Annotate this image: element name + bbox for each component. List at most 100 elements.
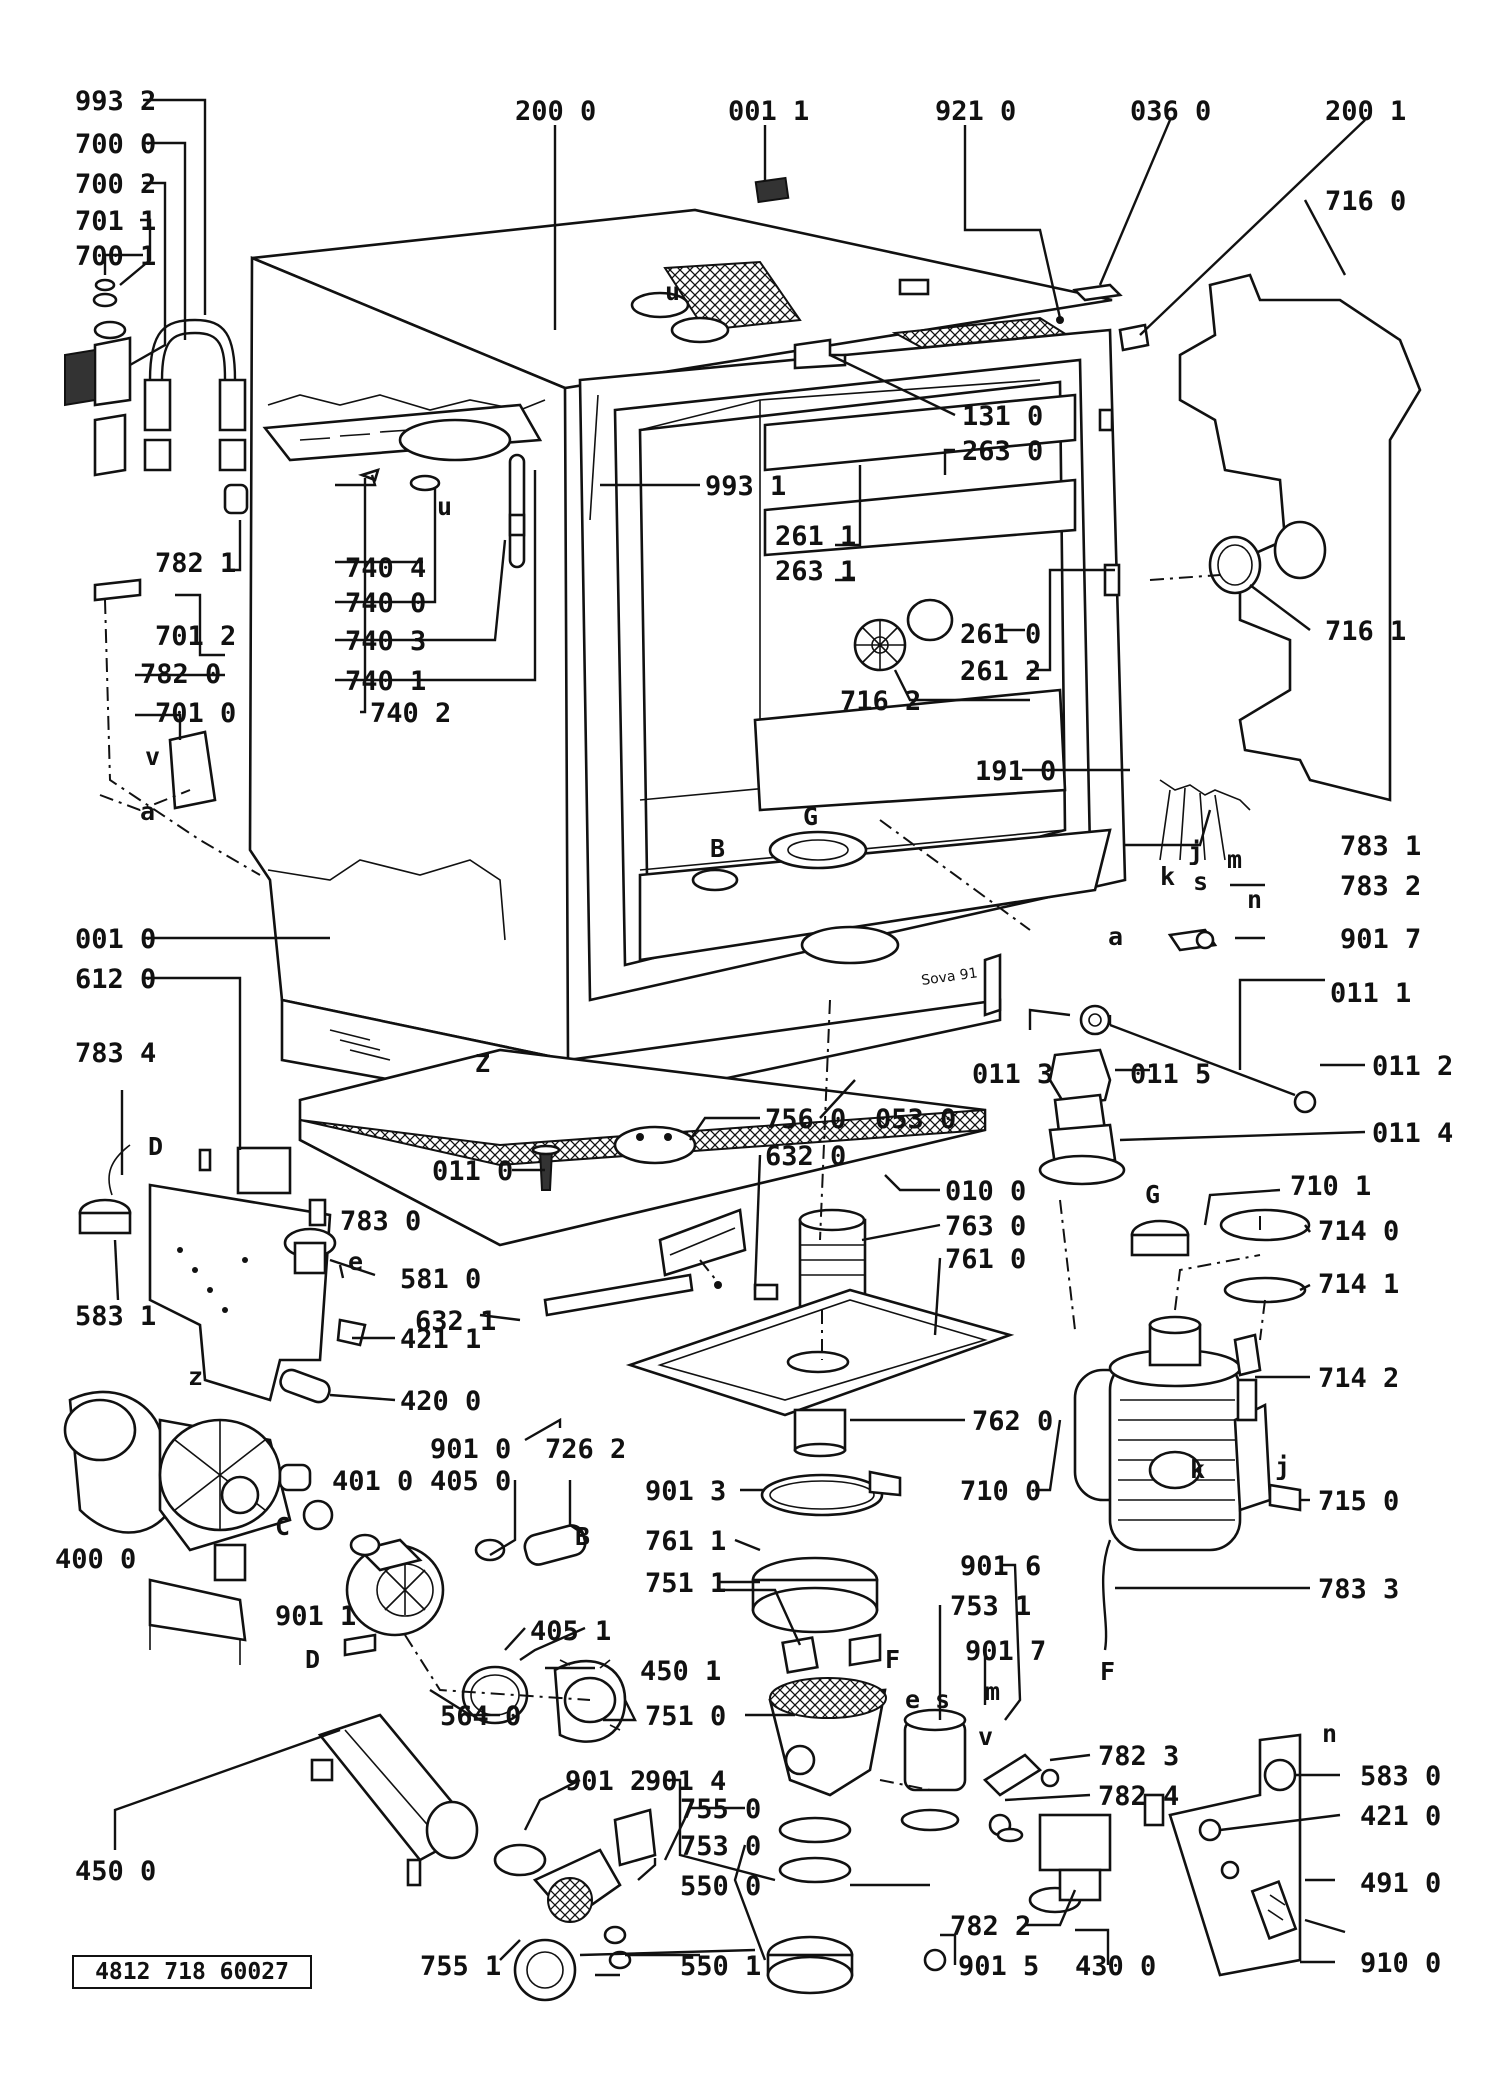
callout-755-0: 755 0 — [680, 1794, 761, 1825]
callout-491-0: 491 0 — [1360, 1868, 1441, 1899]
callout-200-0: 200 0 — [515, 96, 596, 127]
callout-710-0: 710 0 — [960, 1476, 1041, 1507]
callout-716-1: 716 1 — [1325, 616, 1406, 647]
base-frame — [298, 1048, 987, 1247]
letter-G2: G — [1145, 1180, 1160, 1209]
callout-714-0: 714 0 — [1318, 1216, 1399, 1247]
callout-710-1: 710 1 — [1290, 1171, 1371, 1202]
callout-751-1: 751 1 — [645, 1568, 726, 1599]
callout-labels: 993 2 700 0 700 2 701 1 700 1 200 0 001 … — [55, 86, 1453, 1982]
callout-763-0: 763 0 — [945, 1211, 1026, 1242]
callout-421-1: 421 1 — [400, 1324, 481, 1355]
callout-993-1: 993 1 — [705, 471, 786, 502]
part-number-box: 4812 718 60027 — [72, 1955, 312, 1989]
callout-701-1: 701 1 — [75, 206, 156, 237]
callout-716-0: 716 0 — [1325, 186, 1406, 217]
callout-191-0: 191 0 — [975, 756, 1056, 787]
letter-a2: a — [1108, 922, 1123, 951]
callout-783-4: 783 4 — [75, 1038, 156, 1069]
callout-783-1: 783 1 — [1340, 831, 1421, 862]
callout-053-0: 053 0 — [875, 1104, 956, 1135]
letter-n1: n — [1247, 885, 1262, 914]
callout-753-1: 753 1 — [950, 1591, 1031, 1622]
callout-583-1: 583 1 — [75, 1301, 156, 1332]
callout-011-3: 011 3 — [972, 1059, 1053, 1090]
right-bracket — [1143, 1733, 1302, 1977]
wiring-bracket — [78, 1144, 367, 1404]
callout-263-1: 263 1 — [775, 556, 856, 587]
callout-036-0: 036 0 — [1130, 96, 1211, 127]
callout-401-0: 401 0 — [332, 1466, 413, 1497]
letter-marks: u u v a B G j m k s n a Z D e G z C B k … — [140, 277, 1337, 1751]
letter-s1: s — [1193, 867, 1208, 896]
letter-z2: z — [188, 1362, 203, 1391]
callout-001-0: 001 0 — [75, 924, 156, 955]
heater-element — [310, 1713, 657, 2002]
letter-B2: B — [575, 1522, 590, 1551]
callout-740-0: 740 0 — [345, 588, 426, 619]
callout-450-0: 450 0 — [75, 1856, 156, 1887]
sump-stack — [751, 1408, 902, 1995]
impeller — [900, 1708, 1060, 1832]
callout-564-0: 564 0 — [440, 1701, 521, 1732]
letter-a1: a — [140, 797, 155, 826]
letter-s2: s — [935, 1685, 950, 1714]
callout-740-2: 740 2 — [370, 698, 451, 729]
top-parts — [262, 176, 1150, 569]
letter-v2: v — [978, 1722, 993, 1751]
letter-m2: m — [985, 1677, 1000, 1706]
inlet-valve — [923, 1813, 1112, 1972]
callout-420-0: 420 0 — [400, 1386, 481, 1417]
callout-901-2: 901 2 — [565, 1766, 646, 1797]
callout-550-0: 550 0 — [680, 1871, 761, 1902]
callout-901-1: 901 1 — [275, 1601, 356, 1632]
callout-761-0: 761 0 — [945, 1244, 1026, 1275]
callout-714-2: 714 2 — [1318, 1363, 1399, 1394]
callout-200-1: 200 1 — [1325, 96, 1406, 127]
vent-fittings — [1038, 779, 1317, 1186]
insulation-panel — [1178, 273, 1422, 802]
callout-001-1: 001 1 — [728, 96, 809, 127]
callout-782-4: 782 4 — [1098, 1781, 1179, 1812]
stamp-text: Sova 91 — [920, 965, 978, 989]
callout-783-0: 783 0 — [340, 1206, 421, 1237]
callout-011-5: 011 5 — [1130, 1059, 1211, 1090]
letter-j2: j — [1275, 1452, 1290, 1481]
letter-D2: D — [305, 1645, 320, 1674]
letter-F1: F — [1100, 1657, 1115, 1686]
letter-G1: G — [803, 802, 818, 831]
callout-783-2: 783 2 — [1340, 871, 1421, 902]
callout-901-6: 901 6 — [960, 1551, 1041, 1582]
callout-714-1: 714 1 — [1318, 1269, 1399, 1300]
wash-motor — [63, 1390, 334, 1665]
letter-k2: k — [1190, 1455, 1205, 1484]
callout-753-0: 753 0 — [680, 1831, 761, 1862]
letter-D1: D — [148, 1132, 163, 1161]
letter-m1: m — [1227, 845, 1242, 874]
letter-e2: e — [905, 1685, 920, 1714]
callout-700-2: 700 2 — [75, 169, 156, 200]
callout-756-0: 756 0 — [765, 1104, 846, 1135]
callout-782-0: 782 0 — [140, 659, 221, 690]
callout-901-7a: 901 7 — [1340, 924, 1421, 955]
letter-k1: k — [1160, 862, 1175, 891]
callout-701-2: 701 2 — [155, 621, 236, 652]
water-softener — [1073, 1208, 1311, 1552]
callout-421-0: 421 0 — [1360, 1801, 1441, 1832]
callout-726-2: 726 2 — [545, 1434, 626, 1465]
callout-400-0: 400 0 — [55, 1544, 136, 1575]
callout-910-0: 910 0 — [1360, 1948, 1441, 1979]
letter-F2: F — [885, 1645, 900, 1674]
callout-011-2: 011 2 — [1372, 1051, 1453, 1082]
letter-u2: u — [437, 492, 452, 521]
callout-612-0: 612 0 — [75, 964, 156, 995]
callout-715-0: 715 0 — [1318, 1486, 1399, 1517]
callout-261-0: 261 0 — [960, 619, 1041, 650]
callout-011-1: 011 1 — [1330, 978, 1411, 1009]
callout-740-1: 740 1 — [345, 666, 426, 697]
callout-782-1: 782 1 — [155, 548, 236, 579]
callout-701-0: 701 0 — [155, 698, 236, 729]
callout-740-3: 740 3 — [345, 626, 426, 657]
callout-901-7b: 901 7 — [965, 1636, 1046, 1667]
letter-e1: e — [348, 1247, 363, 1276]
